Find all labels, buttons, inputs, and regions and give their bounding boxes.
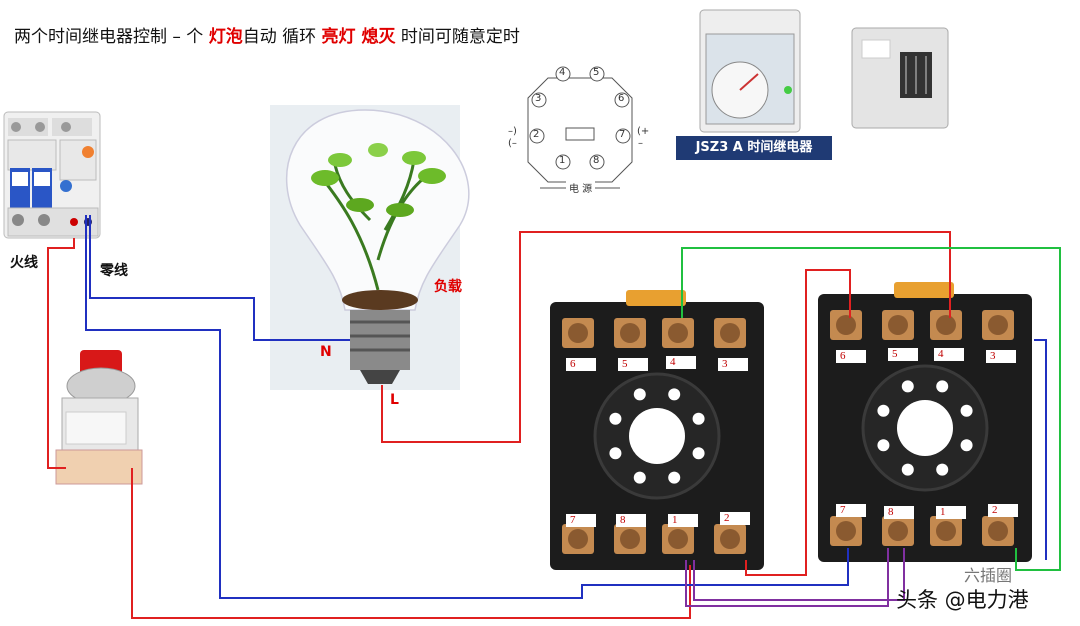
neutral-wire-label: 零线 xyxy=(100,263,128,279)
circuit-breaker xyxy=(3,111,101,239)
pinout-minus-right: – xyxy=(638,138,643,149)
relay2-pin-hole xyxy=(960,404,973,417)
relay1-bottom-screw-head xyxy=(668,529,688,549)
relay1-bottom-terminal-label: 2 xyxy=(720,512,750,525)
relay1-pin-hole xyxy=(609,412,622,425)
relay-caption: JSZ3 A 时间继电器 xyxy=(676,136,832,160)
relay2-top-terminal-label: 5 xyxy=(888,348,918,361)
pin-3-label: 3 xyxy=(535,93,542,104)
green-wire xyxy=(681,247,1061,571)
relay1-top-screw-head xyxy=(668,323,688,343)
bulb-n-label: N xyxy=(320,344,332,360)
relay2-top-terminal-label: 3 xyxy=(986,350,1016,363)
relay1-top-screw-head xyxy=(568,323,588,343)
relay-socket-1 xyxy=(550,290,764,570)
relay1-bottom-screw-head xyxy=(568,529,588,549)
relay2-pin-hole xyxy=(936,380,949,393)
relay2-top-terminal-label: 4 xyxy=(934,348,964,361)
relay-photo-front xyxy=(699,9,801,133)
relay2-pin-hole xyxy=(901,463,914,476)
watermark: 头条 @电力港 xyxy=(896,588,1029,612)
title-part-2: 自动 循环 xyxy=(242,27,322,47)
relay1-pin-hole xyxy=(633,471,646,484)
relay2-center-hole xyxy=(897,400,953,456)
relay1-top-screw-head xyxy=(720,323,740,343)
pinout-minus-left: –) xyxy=(508,126,517,137)
pin-6-label: 6 xyxy=(618,93,625,104)
relay2-bottom-terminal-label: 2 xyxy=(988,504,1018,517)
selector-switch xyxy=(55,350,143,485)
title-part-3: 时间可随意定时 xyxy=(395,27,520,47)
relay1-bottom-terminal-label: 7 xyxy=(566,514,596,527)
relay2-top-terminal-label: 6 xyxy=(836,350,866,363)
relay1-bottom-screw-head xyxy=(720,529,740,549)
relay1-bottom-terminal-label: 1 xyxy=(668,514,698,527)
pinout-power-label: 电 源 xyxy=(566,180,596,195)
relay2-bottom-terminal-label: 8 xyxy=(884,506,914,519)
relay2-bottom-screw-head xyxy=(888,521,908,541)
relay2-pin-hole xyxy=(960,439,973,452)
watermark-faint: 六插圈 xyxy=(964,566,1013,585)
relay1-top-terminal-label: 6 xyxy=(566,358,596,371)
purple-wire-2 xyxy=(693,548,905,601)
pin-7-label: 7 xyxy=(619,129,626,140)
relay1-pin-hole xyxy=(668,388,681,401)
pin-1-label: 1 xyxy=(559,155,566,166)
load-label: 负载 xyxy=(434,279,462,295)
relay2-bottom-terminal-label: 7 xyxy=(836,504,866,517)
relay2-pin-hole xyxy=(936,463,949,476)
pin-8-label: 8 xyxy=(593,155,600,166)
relay1-pin-hole xyxy=(668,471,681,484)
relay2-bottom-screw-head xyxy=(836,521,856,541)
neutral-wire-to-relays xyxy=(85,215,849,599)
relay1-pin-hole xyxy=(609,447,622,460)
relay1-top-screw-head xyxy=(620,323,640,343)
relay2-bottom-screw-head xyxy=(936,521,956,541)
relay-link-red xyxy=(745,269,851,576)
relay1-pin-hole xyxy=(692,412,705,425)
pin-4-label: 4 xyxy=(559,67,566,78)
relay1-top-terminal-label: 5 xyxy=(618,358,648,371)
relay2-pin-hole xyxy=(877,404,890,417)
title-highlight-bulb: 灯泡 xyxy=(208,27,243,47)
live-wire-to-switch xyxy=(47,238,75,469)
bulb-l-wire xyxy=(381,231,951,443)
relay1-top-terminal-label: 4 xyxy=(666,356,696,369)
title-part-1: 两个时间继电器控制 – 个 xyxy=(14,27,209,47)
relay2-top-screw-head xyxy=(888,315,908,335)
relay2-pin-hole xyxy=(877,439,890,452)
relay-photo-back xyxy=(851,27,949,129)
relay1-top-terminal-label: 3 xyxy=(718,358,748,371)
relay2-bottom-screw-head xyxy=(988,521,1008,541)
live-wire-to-relays xyxy=(131,468,691,619)
relay2-top-screw-head xyxy=(988,315,1008,335)
pinout-minus-left-2: (– xyxy=(508,138,517,149)
relay2-pin3-wire xyxy=(1034,339,1047,560)
relay2-bottom-terminal-label: 1 xyxy=(936,506,966,519)
relay2-top-screw-head xyxy=(836,315,856,335)
live-wire-label: 火线 xyxy=(10,255,38,271)
relay2-top-screw-head xyxy=(936,315,956,335)
relay1-bottom-screw-head xyxy=(620,529,640,549)
relay1-clip xyxy=(626,290,686,306)
pinout-diagram xyxy=(527,66,633,189)
relay1-center-hole xyxy=(629,408,685,464)
relay1-pin-hole xyxy=(692,447,705,460)
pin-2-label: 2 xyxy=(533,129,540,140)
purple-wire-1 xyxy=(685,548,889,607)
wires xyxy=(47,215,1061,619)
title-highlight-on-off: 亮灯 熄灭 xyxy=(321,27,396,47)
bulb-l-label: L xyxy=(390,392,399,408)
relay2-pin-hole xyxy=(901,380,914,393)
pinout-plus-right: (+ xyxy=(637,126,650,137)
relay1-bottom-terminal-label: 8 xyxy=(616,514,646,527)
relay1-pin-hole xyxy=(633,388,646,401)
relay2-clip xyxy=(894,282,954,298)
light-bulb xyxy=(270,105,470,390)
neutral-wire-to-bulb xyxy=(89,215,350,341)
pin-5-label: 5 xyxy=(593,67,600,78)
relay-socket-2 xyxy=(818,282,1032,562)
page-title: 两个时间继电器控制 – 个 灯泡自动 循环 亮灯 熄灭 时间可随意定时 xyxy=(14,22,520,47)
